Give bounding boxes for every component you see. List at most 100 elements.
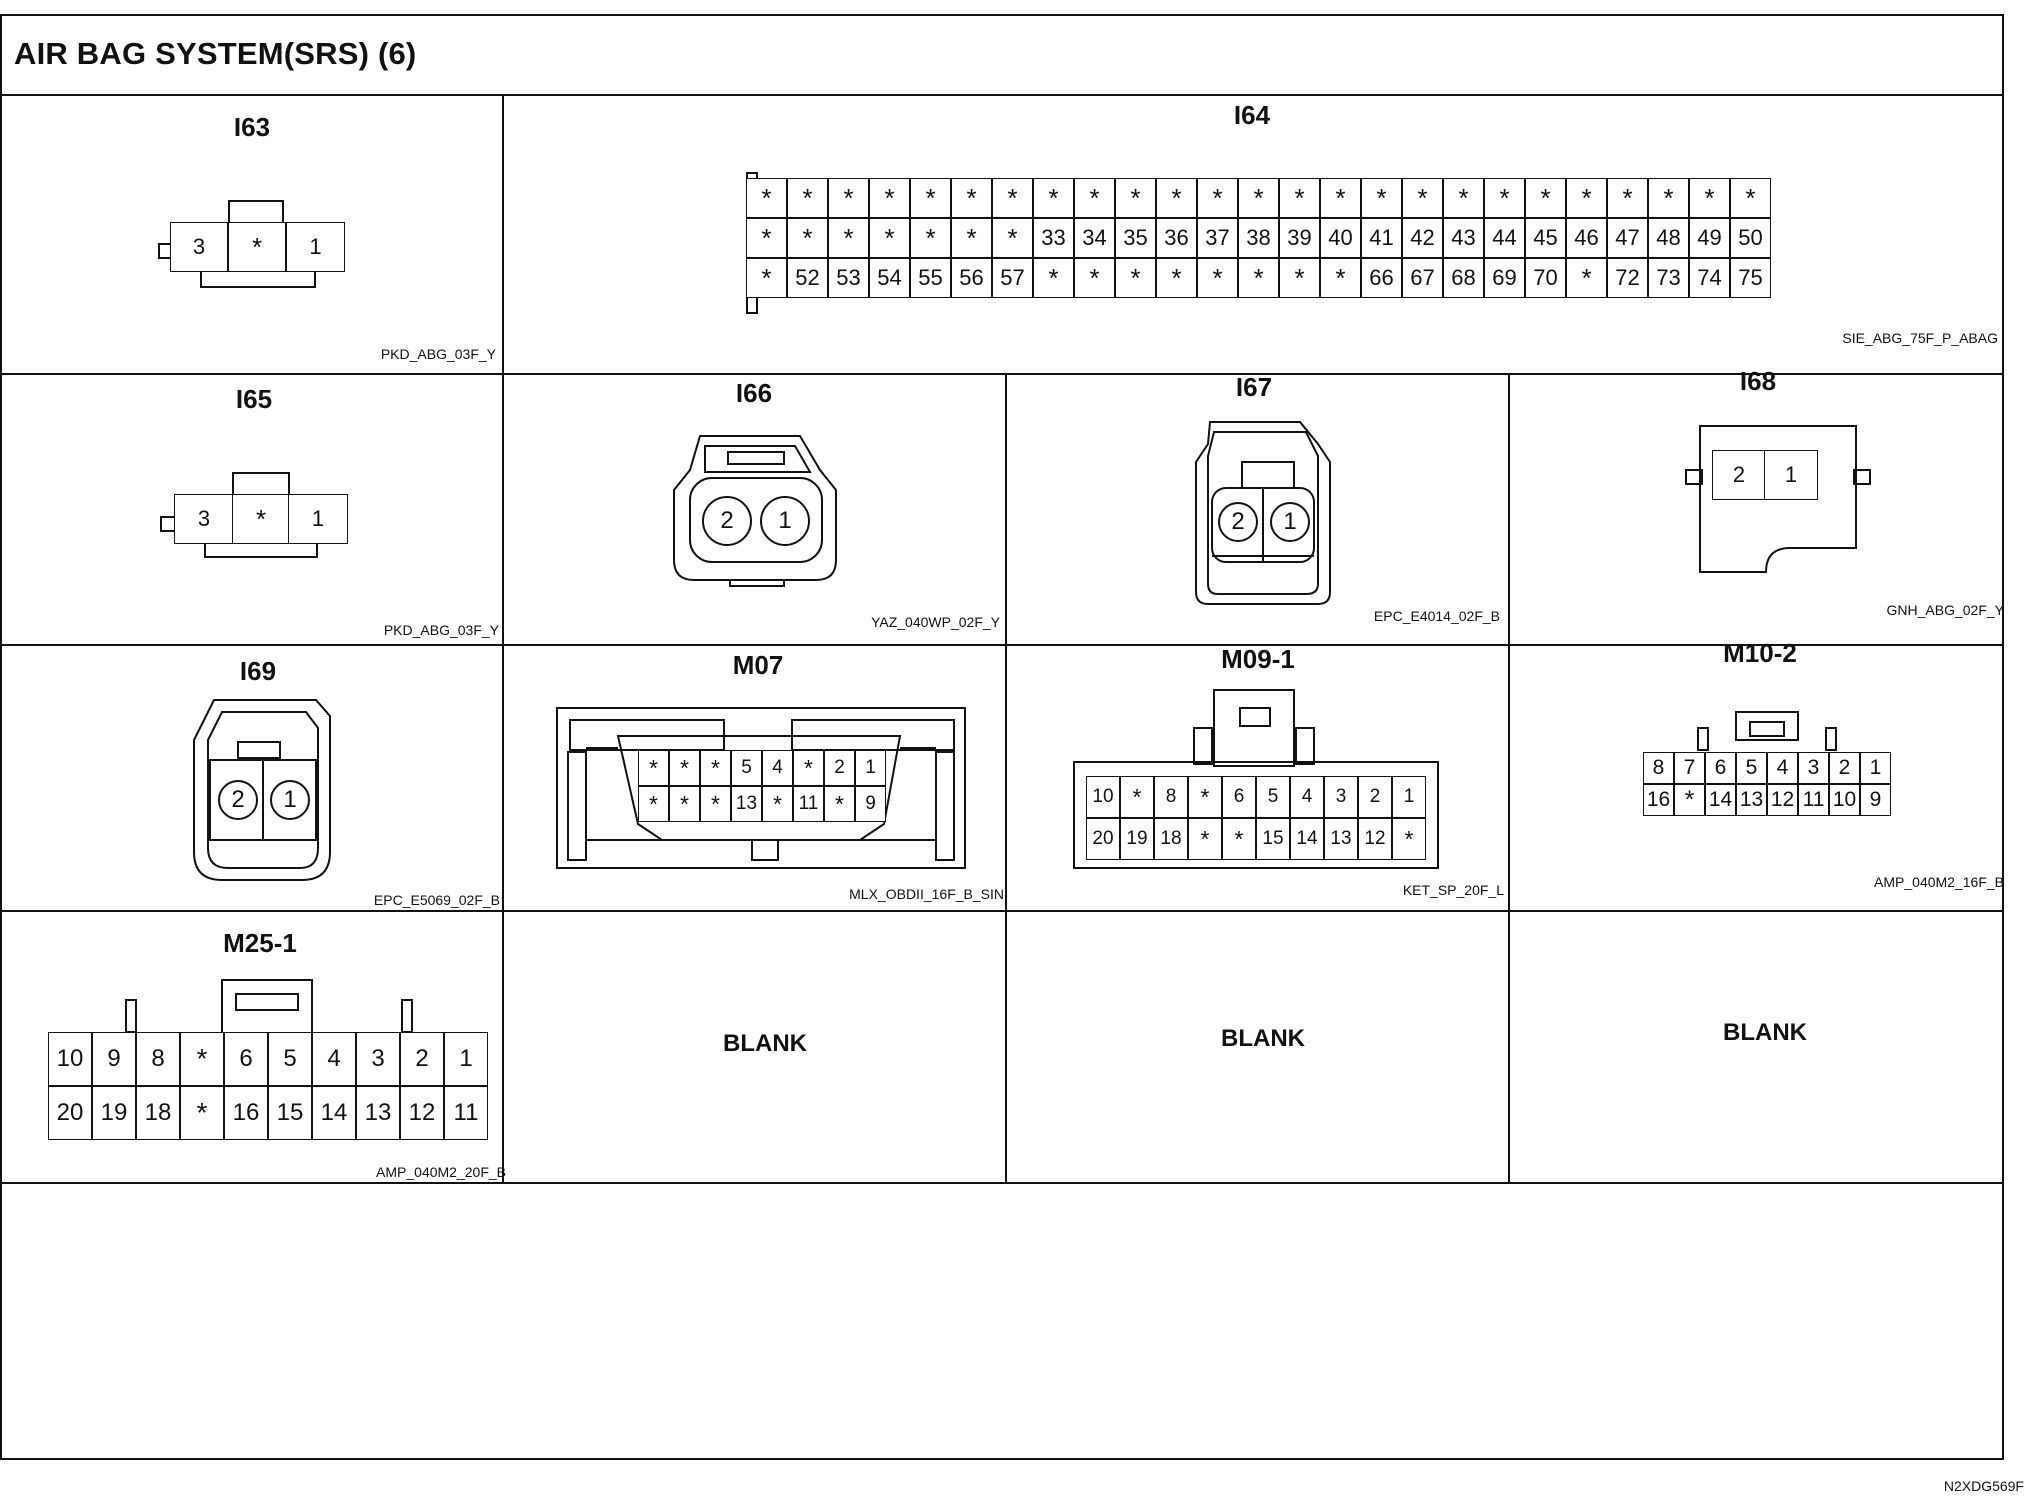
- connector-name-m07: M07: [732, 650, 784, 680]
- pin: 47: [1607, 218, 1648, 258]
- pin: 35: [1115, 218, 1156, 258]
- pin: 73: [1648, 258, 1689, 298]
- pin: 54: [869, 258, 910, 298]
- pin: 9: [855, 786, 886, 822]
- connector-code-i63: PKD_ABG_03F_Y: [380, 346, 496, 362]
- pin: 36: [1156, 218, 1197, 258]
- pin: 12: [400, 1086, 444, 1140]
- pin: *: [1033, 258, 1074, 298]
- connector-name-i67: I67: [1235, 372, 1273, 402]
- pin: 19: [1120, 818, 1154, 860]
- pin: 55: [910, 258, 951, 298]
- pin: *: [1188, 818, 1222, 860]
- pin: 3: [170, 222, 228, 272]
- connector-code-i66: YAZ_040WP_02F_Y: [871, 614, 1000, 630]
- pin: *: [180, 1086, 224, 1140]
- page-title: AIR BAG SYSTEM(SRS) (6): [14, 36, 417, 71]
- pin: 1: [288, 494, 348, 544]
- pin: 10: [1086, 776, 1120, 818]
- pin: *: [1222, 818, 1256, 860]
- pin: *: [1115, 178, 1156, 218]
- pin: *: [828, 218, 869, 258]
- connector-name-i64: I64: [1233, 100, 1271, 130]
- pin: *: [1525, 178, 1566, 218]
- pin: 40: [1320, 218, 1361, 258]
- col-divider: [1005, 373, 1007, 1182]
- pin: *: [1320, 178, 1361, 218]
- pin: 5: [731, 750, 762, 786]
- pin: *: [1188, 776, 1222, 818]
- pin: 1: [286, 222, 345, 272]
- pin: 13: [1736, 784, 1767, 816]
- pin: 2: [1829, 752, 1860, 784]
- col-divider: [1508, 373, 1510, 1182]
- connector-code-m102: AMP_040M2_16F_B: [1874, 874, 2004, 890]
- pin: 66: [1361, 258, 1402, 298]
- pin: 42: [1402, 218, 1443, 258]
- pin: 33: [1033, 218, 1074, 258]
- connector-code-i69: EPC_E5069_02F_B: [373, 892, 500, 908]
- pin: *: [1074, 258, 1115, 298]
- pin: 74: [1689, 258, 1730, 298]
- pin: *: [228, 222, 286, 272]
- col-divider: [502, 96, 504, 1182]
- pin: *: [1402, 178, 1443, 218]
- pin: *: [700, 750, 731, 786]
- pin: *: [232, 494, 290, 544]
- pin: *: [1674, 784, 1705, 816]
- pin: 44: [1484, 218, 1525, 258]
- pin: 5: [268, 1032, 312, 1086]
- pin: *: [1648, 178, 1689, 218]
- pin: 2: [218, 780, 258, 820]
- pin: *: [828, 178, 869, 218]
- pin: 4: [312, 1032, 356, 1086]
- pin: 14: [312, 1086, 356, 1140]
- pin: *: [951, 218, 992, 258]
- pin: *: [180, 1032, 224, 1086]
- pin: 6: [224, 1032, 268, 1086]
- pin: *: [1074, 178, 1115, 218]
- pin: 48: [1648, 218, 1689, 258]
- pin: 1: [1392, 776, 1426, 818]
- pin: 39: [1279, 218, 1320, 258]
- pin: 10: [48, 1032, 92, 1086]
- pin: 12: [1358, 818, 1392, 860]
- pin: *: [1566, 178, 1607, 218]
- pin: *: [638, 786, 669, 822]
- pin: 9: [1860, 784, 1891, 816]
- pin: 15: [1256, 818, 1290, 860]
- pin: 2: [1218, 502, 1258, 542]
- pin: *: [1484, 178, 1525, 218]
- pin: 5: [1256, 776, 1290, 818]
- figure-reference: N2XDG569F: [1943, 1478, 2024, 1494]
- pin: 70: [1525, 258, 1566, 298]
- pin: 67: [1402, 258, 1443, 298]
- pin: *: [1197, 178, 1238, 218]
- pin: *: [1238, 258, 1279, 298]
- pin: 9: [92, 1032, 136, 1086]
- pin: 2: [702, 496, 752, 546]
- pin: *: [1120, 776, 1154, 818]
- pin: *: [1320, 258, 1361, 298]
- pin: 13: [1324, 818, 1358, 860]
- pin: 3: [1798, 752, 1829, 784]
- pin: 43: [1443, 218, 1484, 258]
- pin: 69: [1484, 258, 1525, 298]
- pin: 1: [1860, 752, 1891, 784]
- pin: *: [1392, 818, 1426, 860]
- connector-code-m07: MLX_OBDII_16F_B_SIN: [849, 886, 1004, 902]
- connector-code-i67: EPC_E4014_02F_B: [1373, 608, 1500, 624]
- pin: 4: [762, 750, 793, 786]
- connector-name-i69: I69: [239, 656, 277, 686]
- row-divider: [0, 644, 2004, 646]
- pin: 14: [1290, 818, 1324, 860]
- pin: 1: [1270, 502, 1310, 542]
- pin: 16: [1643, 784, 1674, 816]
- pin: *: [869, 218, 910, 258]
- pin: *: [1566, 258, 1607, 298]
- pin: *: [1443, 178, 1484, 218]
- blank-label: BLANK: [1221, 1025, 1305, 1052]
- connector-name-i66: I66: [735, 378, 773, 408]
- pin: *: [787, 218, 828, 258]
- pin: *: [700, 786, 731, 822]
